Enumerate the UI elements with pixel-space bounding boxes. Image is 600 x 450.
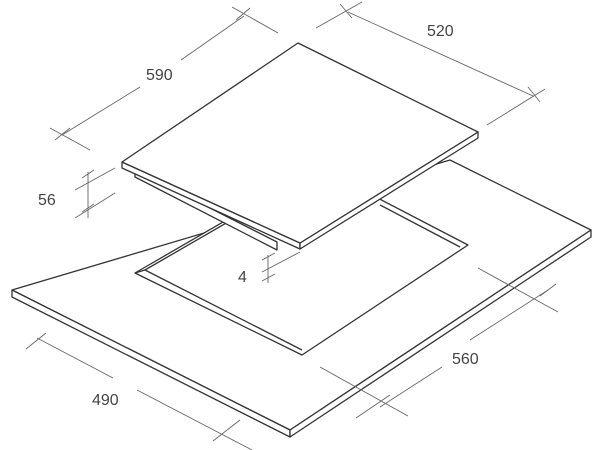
hob <box>121 42 479 251</box>
label-cutout-width: 560 <box>452 351 479 368</box>
dimension-lines <box>25 1 559 450</box>
label-gap: 4 <box>238 269 247 286</box>
label-cutout-depth: 490 <box>92 392 119 409</box>
label-hob-depth: 520 <box>427 23 454 40</box>
label-hob-height: 56 <box>38 192 56 209</box>
label-hob-width: 590 <box>146 67 173 84</box>
